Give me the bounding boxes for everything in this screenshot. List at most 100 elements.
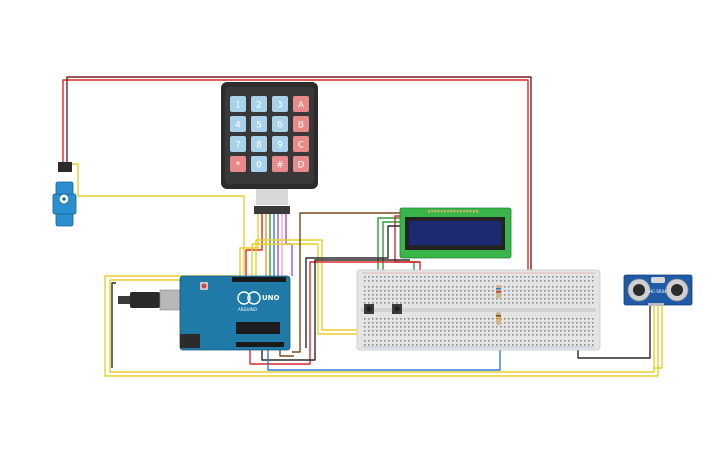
breadboard-hole xyxy=(372,318,374,320)
breadboard-hole xyxy=(464,276,466,278)
breadboard-hole xyxy=(412,290,414,292)
breadboard-hole xyxy=(368,290,370,292)
keypad-key-1[interactable] xyxy=(230,96,246,112)
breadboard-hole xyxy=(452,322,454,324)
keypad-key-C[interactable] xyxy=(293,136,309,152)
breadboard-hole xyxy=(376,326,378,328)
keypad-key-8[interactable] xyxy=(251,136,267,152)
breadboard-hole xyxy=(560,298,562,300)
breadboard-hole xyxy=(420,318,422,320)
breadboard-hole xyxy=(536,334,538,336)
keypad-key-0[interactable] xyxy=(251,156,267,172)
lcd-pin xyxy=(428,210,430,213)
keypad-key-2[interactable] xyxy=(251,96,267,112)
breadboard-hole xyxy=(552,298,554,300)
breadboard-hole xyxy=(464,344,466,346)
wire-lcd-brown[interactable] xyxy=(292,212,404,353)
breadboard-hole xyxy=(424,334,426,336)
breadboard-hole xyxy=(408,298,410,300)
keypad-key-6[interactable] xyxy=(272,116,288,132)
breadboard-hole xyxy=(408,334,410,336)
wire-lcd-black[interactable] xyxy=(305,225,404,348)
breadboard-hole xyxy=(480,294,482,296)
breadboard-hole xyxy=(516,276,518,278)
wire-keypad-8[interactable] xyxy=(285,214,293,276)
breadboard-hole xyxy=(424,302,426,304)
resistor-2[interactable] xyxy=(496,312,501,325)
servo-motor[interactable] xyxy=(52,162,77,227)
keypad-key-A[interactable] xyxy=(293,96,309,112)
breadboard-hole xyxy=(544,290,546,292)
wire-left-yellow-2[interactable] xyxy=(109,279,655,373)
breadboard-hole xyxy=(504,326,506,328)
wire-servo-red[interactable] xyxy=(62,79,529,275)
breadboard-hole xyxy=(452,340,454,342)
keypad-key-B[interactable] xyxy=(293,116,309,132)
wire-keypad-2[interactable] xyxy=(245,214,263,276)
keypad-key-label: 5 xyxy=(256,121,262,131)
breadboard-hole xyxy=(372,302,374,304)
breadboard-hole xyxy=(368,286,370,288)
breadboard-hole xyxy=(460,318,462,320)
keypad-key-3[interactable] xyxy=(272,96,288,112)
breadboard-hole xyxy=(468,344,470,346)
wire-arduino-red-bottom[interactable] xyxy=(249,261,420,365)
breadboard-hole xyxy=(528,334,530,336)
breadboard-hole xyxy=(432,322,434,324)
keypad-key-9[interactable] xyxy=(272,136,288,152)
keypad-key-4[interactable] xyxy=(230,116,246,132)
breadboard[interactable] xyxy=(356,269,601,351)
ultrasonic-sensor[interactable]: HC-SR04 xyxy=(623,274,693,306)
arduino-uno[interactable]: UNO ARDUINO xyxy=(118,275,291,351)
lcd-16x2[interactable] xyxy=(399,207,512,259)
breadboard-hole xyxy=(584,276,586,278)
wire-servo-darkred[interactable] xyxy=(66,76,532,280)
breadboard-hole xyxy=(492,280,494,282)
keypad-key-5[interactable] xyxy=(251,116,267,132)
breadboard-hole xyxy=(384,318,386,320)
breadboard-hole xyxy=(364,330,366,332)
keypad-key-7[interactable] xyxy=(230,136,246,152)
breadboard-hole xyxy=(568,276,570,278)
breadboard-hole xyxy=(432,298,434,300)
breadboard-hole xyxy=(572,344,574,346)
breadboard-hole xyxy=(556,280,558,282)
breadboard-hole xyxy=(488,298,490,300)
breadboard-hole xyxy=(500,276,502,278)
wire-keypad-1[interactable] xyxy=(239,214,259,276)
resistor-1[interactable] xyxy=(496,285,501,298)
servo-connector xyxy=(58,162,72,172)
breadboard-hole xyxy=(424,286,426,288)
breadboard-hole xyxy=(508,286,510,288)
pushbutton-2[interactable] xyxy=(392,304,402,314)
keypad-key-*[interactable] xyxy=(230,156,246,172)
breadboard-hole xyxy=(512,286,514,288)
wire-ultra-yellow[interactable] xyxy=(654,302,663,369)
pushbutton-1[interactable] xyxy=(364,304,374,314)
breadboard-hole xyxy=(568,334,570,336)
breadboard-hole xyxy=(456,290,458,292)
breadboard-hole xyxy=(504,294,506,296)
breadboard-hole xyxy=(420,340,422,342)
breadboard-hole xyxy=(552,294,554,296)
wire-servo-yellow[interactable] xyxy=(72,163,245,275)
breadboard-hole xyxy=(524,286,526,288)
breadboard-hole xyxy=(388,276,390,278)
breadboard-hole xyxy=(424,294,426,296)
breadboard-hole xyxy=(548,294,550,296)
wire-left-yellow-1[interactable] xyxy=(104,275,659,377)
breadboard-hole xyxy=(436,322,438,324)
breadboard-hole xyxy=(416,276,418,278)
breadboard-hole xyxy=(512,276,514,278)
wire-left-black[interactable] xyxy=(111,282,116,368)
breadboard-hole xyxy=(400,344,402,346)
breadboard-hole xyxy=(508,330,510,332)
breadboard-hole xyxy=(580,280,582,282)
keypad-key-#[interactable] xyxy=(272,156,288,172)
breadboard-hole xyxy=(480,326,482,328)
keypad-key-D[interactable] xyxy=(293,156,309,172)
breadboard-hole xyxy=(540,326,542,328)
wire-arduino-black-bottom[interactable] xyxy=(261,259,410,361)
